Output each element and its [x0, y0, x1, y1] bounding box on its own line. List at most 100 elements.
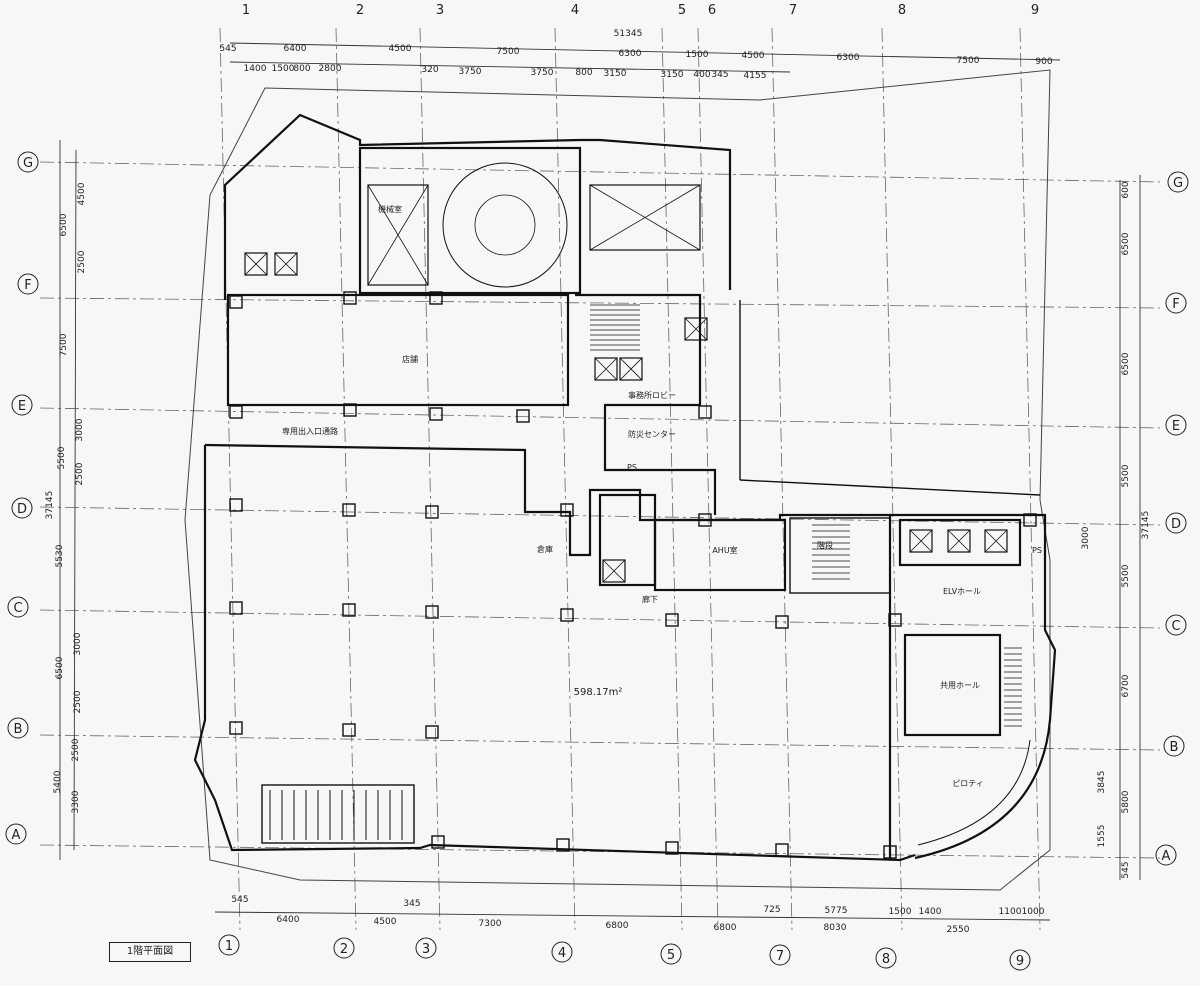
lift-shaft [274, 252, 298, 276]
lift-shaft-cross [909, 529, 933, 553]
right-sub-dim: 1555 [1097, 825, 1107, 848]
top-sub-dim: 400 [693, 70, 710, 80]
lift-shaft [909, 529, 933, 553]
top-sub-dimension-labels: 1400 1500 800 2800 320 3750 3750 800 315… [244, 64, 767, 81]
grid-marker-top-3: 3 [436, 3, 444, 18]
wall-ahu [653, 518, 787, 592]
dimension-lines [59, 42, 1141, 921]
top-sub-dim: 320 [421, 65, 438, 75]
grid-line-col [771, 27, 793, 931]
lift-shaft-cross [684, 317, 708, 341]
grid-marker-right-C: C [1171, 619, 1180, 634]
bottom-dim: 6800 [714, 923, 737, 933]
top-dim: 7500 [957, 56, 980, 66]
lift-shaft [602, 559, 626, 583]
column [229, 405, 243, 419]
column [698, 405, 712, 419]
lift-shaft [684, 317, 708, 341]
top-sub-dim: 3750 [459, 67, 482, 77]
dim-rail-left-sub [73, 149, 77, 851]
left-dim: 6500 [59, 213, 69, 236]
column [665, 613, 679, 627]
column [560, 503, 574, 517]
grid-marker-left-C: C [13, 601, 22, 616]
right-dim: 600 [1121, 181, 1131, 198]
column [698, 513, 712, 527]
room-entrance-passage: 専用出入口通路 [282, 426, 338, 436]
bubble-bottom-1 [218, 934, 240, 956]
room-mech: 機械室 [378, 204, 402, 214]
grid-line-col [219, 27, 241, 931]
room-stair: 階段 [817, 540, 833, 550]
room-ahu: AHU室 [712, 545, 737, 555]
bottom-dimension-labels: 6400 4500 7300 6800 6800 5775 1500 1400 … [277, 906, 1045, 933]
column [665, 841, 679, 855]
grid-marker-bottom-7: 7 [776, 949, 784, 964]
grid-marker-left-F: F [24, 278, 31, 293]
room-common-hall: 共用ホール [940, 681, 980, 690]
wall-toilet [598, 493, 657, 587]
bubble-right-C [1165, 614, 1187, 636]
room-elv-hall: ELVホール [943, 587, 981, 596]
column [556, 838, 570, 852]
grid-marker-top-1: 1 [242, 3, 250, 18]
column [342, 503, 356, 517]
grid-line-col [881, 27, 903, 931]
bubble-bottom-9 [1009, 949, 1031, 971]
bottom-sub-dim: 545 [231, 895, 248, 905]
column [229, 498, 243, 512]
walls [184, 69, 1057, 891]
lift-shaft [947, 529, 971, 553]
wall-common-hall [903, 633, 1002, 737]
grid-marker-bottom-9: 9 [1016, 954, 1024, 969]
mech-room [367, 184, 429, 286]
wall-north [223, 113, 732, 300]
site-boundary [184, 69, 1051, 891]
column [431, 835, 445, 849]
lift-shaft [244, 252, 268, 276]
stair-south [261, 784, 415, 844]
wall-piloti-curve [914, 719, 1052, 860]
grid-marker-top-5: 5 [678, 3, 686, 18]
left-dim: 5530 [55, 544, 65, 567]
column [229, 295, 243, 309]
room-office-lobby: 事務所ロビー [628, 390, 676, 400]
bubble-bottom-2 [333, 937, 355, 959]
lift-shaft-cross [619, 357, 643, 381]
bubble-bottom-7 [769, 944, 791, 966]
top-sub-dim: 3150 [661, 70, 684, 80]
column [342, 603, 356, 617]
lift-shaft-cross [594, 357, 618, 381]
wall-lobby [575, 293, 717, 515]
grid-marker-left-B: B [14, 722, 23, 737]
top-dim: 1500 [686, 50, 709, 60]
top-sub-dim: 2800 [319, 64, 342, 74]
grid-marker-left-A: A [12, 828, 21, 843]
right-dim: 6700 [1121, 674, 1131, 697]
room-labels: 598.17m² AHU室 ELVホール PS PS 防災センター 廊下 事務所… [282, 204, 1042, 788]
grid-marker-right-D: D [1171, 517, 1181, 532]
grid-marker-top-8: 8 [898, 3, 906, 18]
bubble-left-E [11, 394, 33, 416]
bottom-dim: 1500 [889, 907, 912, 917]
left-sub-dim: 2500 [71, 738, 81, 761]
wall-piloti-curve-inner [917, 739, 1031, 846]
column [343, 403, 357, 417]
lift-shaft [619, 357, 643, 381]
column-markers-top: 1 2 3 4 5 6 7 8 9 [242, 3, 1039, 18]
top-dim: 4500 [742, 51, 765, 61]
top-sub-dim: 3150 [604, 69, 627, 79]
bubble-bottom-4 [551, 941, 573, 963]
grid-marker-right-F: F [1172, 297, 1179, 312]
right-sub-dimension-labels: 3000 3845 1555 [1081, 526, 1107, 847]
top-dim: 545 [219, 44, 236, 54]
lift-shaft-cross [984, 529, 1008, 553]
overall-width-label: 51345 [614, 29, 643, 39]
top-dim: 900 [1035, 57, 1052, 67]
column [775, 615, 789, 629]
top-sub-dim: 800 [575, 68, 592, 78]
grid-marker-right-B: B [1170, 740, 1179, 755]
room-disaster-center: 防災センター [628, 429, 676, 439]
overall-depth-label-right: 37145 [1141, 511, 1151, 540]
